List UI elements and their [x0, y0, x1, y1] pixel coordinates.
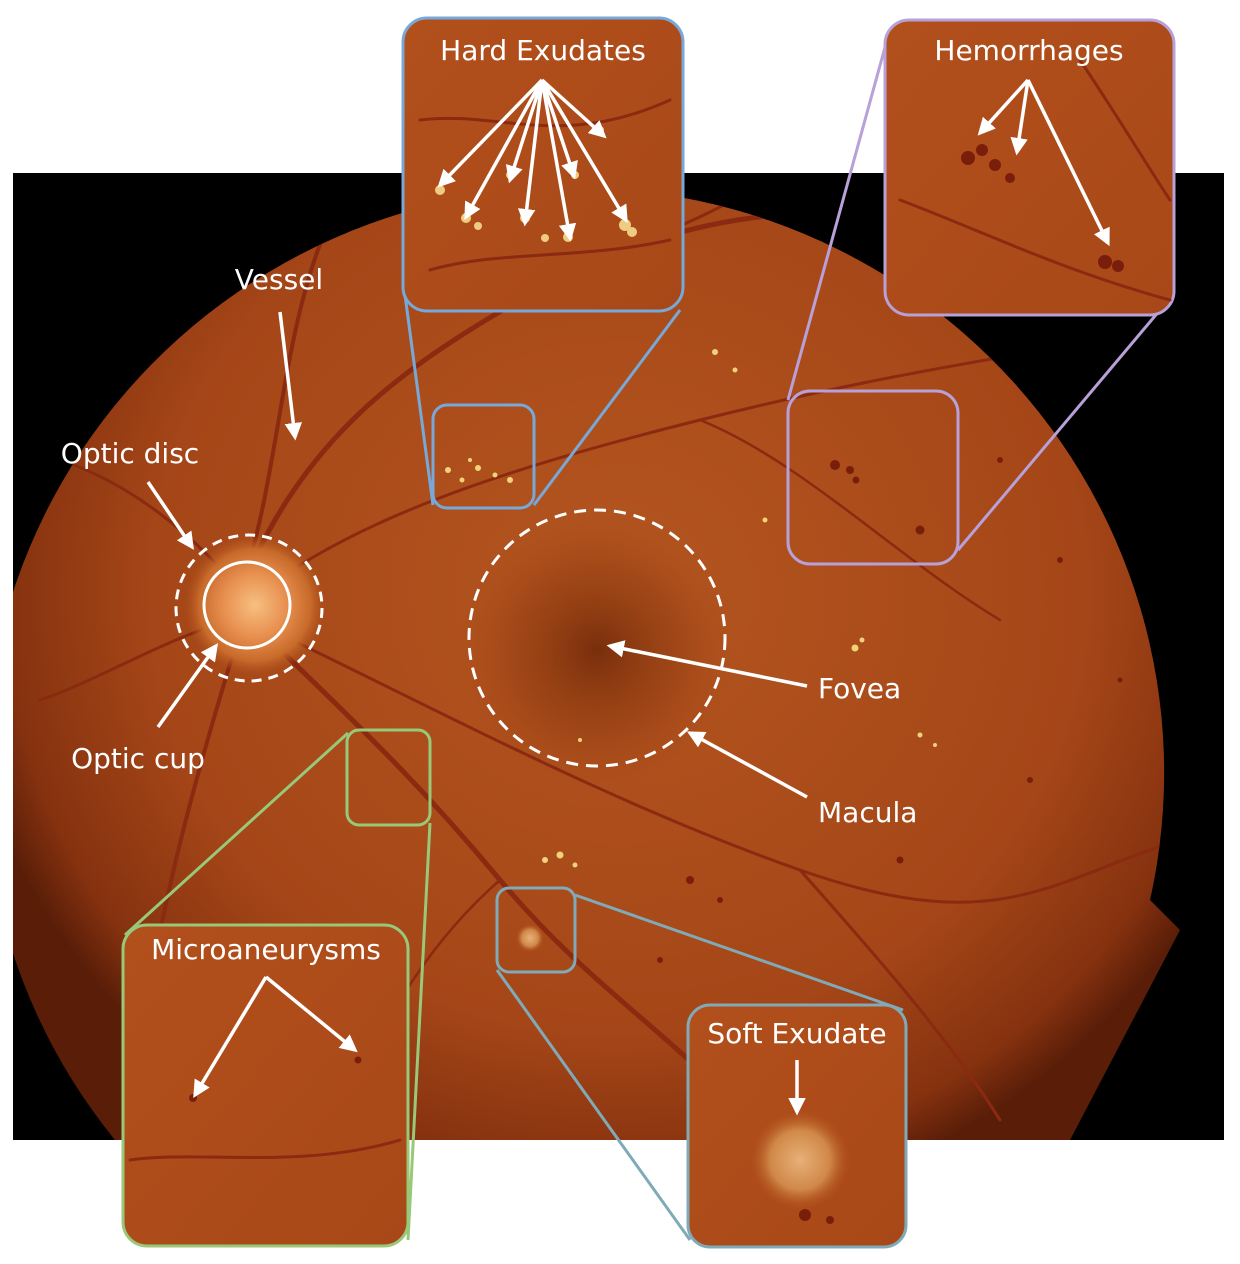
soft-exudate-spot: [516, 924, 544, 952]
microaneurysms-region: [345, 728, 432, 827]
optic-cup-outline: [202, 560, 292, 650]
zoom-connectors: [123, 39, 1162, 1241]
macula-shading: [457, 510, 737, 790]
label-hard-exudates: Hard Exudates: [440, 34, 646, 67]
label-hemorrhages: Hemorrhages: [934, 34, 1123, 67]
label-macula: Macula: [818, 796, 917, 829]
annotation-arrows: [146, 78, 1110, 1116]
label-optic-disc: Optic disc: [61, 437, 199, 470]
label-optic-cup: Optic cup: [71, 742, 205, 775]
label-vessel: Vessel: [235, 263, 323, 296]
exudate-spots: [445, 349, 937, 868]
soft-exudate-zoom: [686, 1003, 908, 1249]
label-fovea: Fovea: [818, 672, 901, 705]
label-soft-exudate: Soft Exudate: [707, 1017, 886, 1050]
label-microaneurysms: Microaneurysms: [151, 933, 381, 966]
soft-exudate-region: [495, 886, 577, 974]
microaneurysms-zoom: [121, 923, 410, 1248]
hard-exudates-region: [431, 403, 536, 510]
hemorrhage-spots: [657, 457, 1123, 963]
optic-disc-glow: [185, 535, 325, 675]
macula-outline: [467, 508, 727, 768]
hemorrhages-region: [786, 389, 960, 566]
optic-disc-outline: [174, 533, 324, 683]
